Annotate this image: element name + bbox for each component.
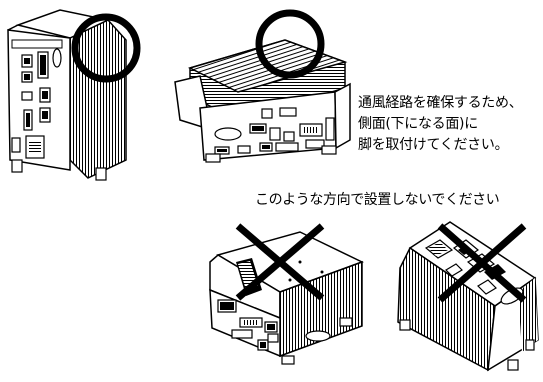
instruction-line-2: 側面(下になる面)に (358, 116, 478, 132)
upright-unit (7, 9, 127, 181)
cross-icon (437, 223, 527, 303)
circle-icon (71, 13, 141, 83)
ventilation-instruction: 通風経路を確保するため、 側面(下になる面)に 脚を取付けてください。 (358, 93, 543, 156)
flat-unit-wrong (209, 231, 364, 365)
orientation-warning: このような方向で設置しないでください (255, 192, 500, 208)
flat-unit (174, 39, 351, 163)
cross-icon (235, 223, 325, 301)
instruction-line-3: 脚を取付けてください。 (358, 137, 509, 153)
instruction-line-1: 通風経路を確保するため、 (358, 95, 523, 111)
circle-icon (255, 9, 325, 79)
